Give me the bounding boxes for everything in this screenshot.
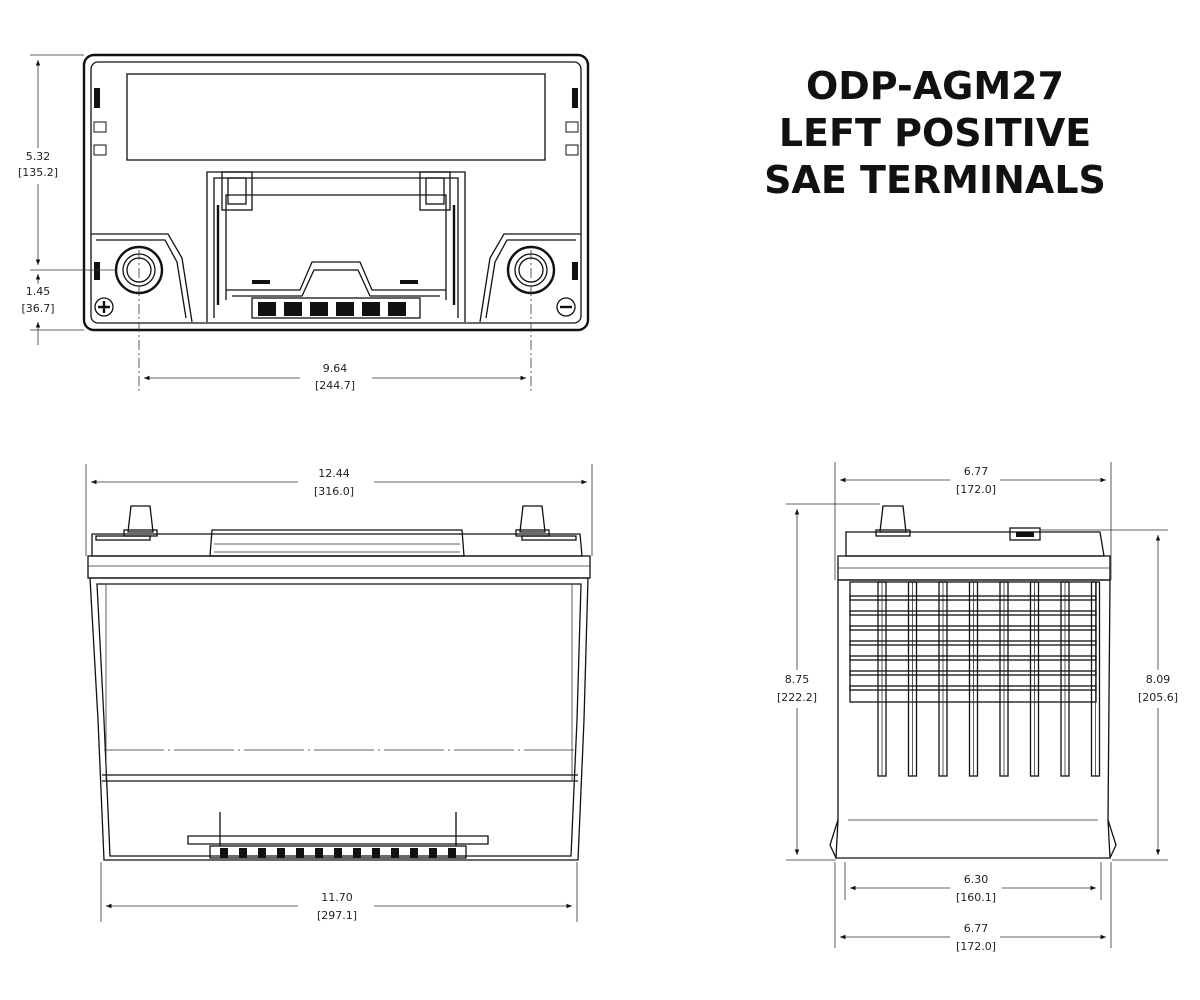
dim-offset-mm: [36.7] xyxy=(21,302,54,315)
front-view: 12.44 [316.0] 11.70 [297.1] xyxy=(85,464,593,922)
dim-width-bottom-mm: [172.0] xyxy=(956,940,996,953)
front-case-outline xyxy=(89,577,589,861)
negative-mark xyxy=(556,297,576,317)
side-rib-horizontal xyxy=(849,640,1097,646)
label-recess xyxy=(126,73,546,161)
front-positive-post xyxy=(123,505,158,537)
dim-base-inner-in: 6.30 xyxy=(964,873,989,886)
dim-base-inner-mm: [160.1] xyxy=(956,891,996,904)
dim-case-height: 8.09 [205.6] xyxy=(1040,529,1178,861)
handle-grip-teeth xyxy=(251,297,421,319)
dim-terminal-offset: 1.45 [36.7] xyxy=(21,274,84,345)
dim-terminal-spacing: 9.64 [244.7] xyxy=(138,250,532,392)
front-base-rail xyxy=(187,812,489,859)
title-orientation: LEFT POSITIVE xyxy=(779,111,1091,155)
title-model: ODP-AGM27 xyxy=(806,64,1064,108)
side-view: 6.77 [172.0] 8.75 [222.2] 8.09 [205.6] xyxy=(777,462,1178,953)
dim-base-inner: 6.30 [160.1] xyxy=(844,862,1102,904)
side-rib-horizontal xyxy=(849,670,1097,676)
dim-width-top: 6.77 [172.0] xyxy=(834,462,1112,580)
side-rib-horizontal xyxy=(849,595,1097,601)
title-block: ODP-AGM27 LEFT POSITIVE SAE TERMINALS xyxy=(764,64,1106,202)
vent-cap xyxy=(1009,527,1041,541)
dim-spacing-in: 9.64 xyxy=(323,362,348,375)
side-rib-horizontal xyxy=(849,685,1097,691)
dim-spacing-mm: [244.7] xyxy=(315,379,355,392)
dim-offset-in: 1.45 xyxy=(26,285,51,298)
dim-length-bottom-in: 11.70 xyxy=(321,891,353,904)
side-rib-horizontal xyxy=(849,625,1097,631)
top-view: 5.32 [135.2] 1.45 [36.7] 9.64 [244.7] xyxy=(18,53,590,392)
positive-mark xyxy=(94,297,114,317)
dim-width-bottom: 6.77 [172.0] xyxy=(834,862,1112,953)
side-rib-horizontal xyxy=(849,655,1097,661)
side-ribs xyxy=(849,581,1101,777)
side-rib-horizontal xyxy=(849,610,1097,616)
dim-width-top-in: 6.77 xyxy=(964,465,989,478)
dim-total-height: 8.75 [222.2] xyxy=(777,503,880,861)
top-view-outline xyxy=(82,53,590,332)
dim-length-bottom: 11.70 [297.1] xyxy=(100,862,578,922)
dim-length-bottom-mm: [297.1] xyxy=(317,909,357,922)
dim-length-top-mm: [316.0] xyxy=(314,485,354,498)
dim-height-in: 5.32 xyxy=(26,150,51,163)
dim-length-top-in: 12.44 xyxy=(318,467,350,480)
handle-clip-left xyxy=(221,171,253,211)
title-terminals: SAE TERMINALS xyxy=(764,158,1106,202)
handle-clip-right xyxy=(419,171,451,211)
dim-height-5-32: 5.32 [135.2] xyxy=(18,54,116,271)
dim-case-height-in: 8.09 xyxy=(1146,673,1171,686)
dim-width-bottom-in: 6.77 xyxy=(964,922,989,935)
dim-height-mm: [135.2] xyxy=(18,166,58,179)
dim-width-top-mm: [172.0] xyxy=(956,483,996,496)
dim-case-height-mm: [205.6] xyxy=(1138,691,1178,704)
dim-total-height-mm: [222.2] xyxy=(777,691,817,704)
dim-length-top: 12.44 [316.0] xyxy=(85,464,593,556)
dim-total-height-in: 8.75 xyxy=(785,673,810,686)
front-negative-post xyxy=(515,505,550,537)
